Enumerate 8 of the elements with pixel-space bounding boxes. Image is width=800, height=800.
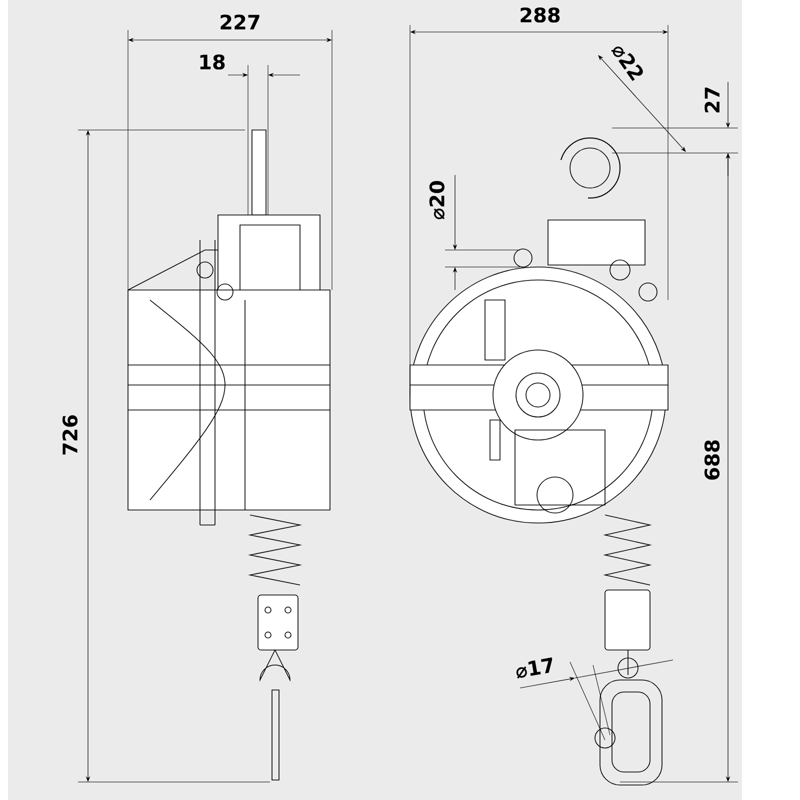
dimension-label: 227 bbox=[220, 14, 260, 30]
dimension-label: 688 bbox=[704, 440, 720, 480]
dimension-label: 27 bbox=[704, 88, 720, 112]
dimension-label: 18 bbox=[200, 54, 225, 70]
dimension-label: 726 bbox=[62, 415, 78, 455]
dimension-label: 288 bbox=[520, 7, 560, 23]
dimension-label: ⌀17 bbox=[516, 657, 552, 679]
dimension-label: ⌀20 bbox=[429, 181, 445, 220]
